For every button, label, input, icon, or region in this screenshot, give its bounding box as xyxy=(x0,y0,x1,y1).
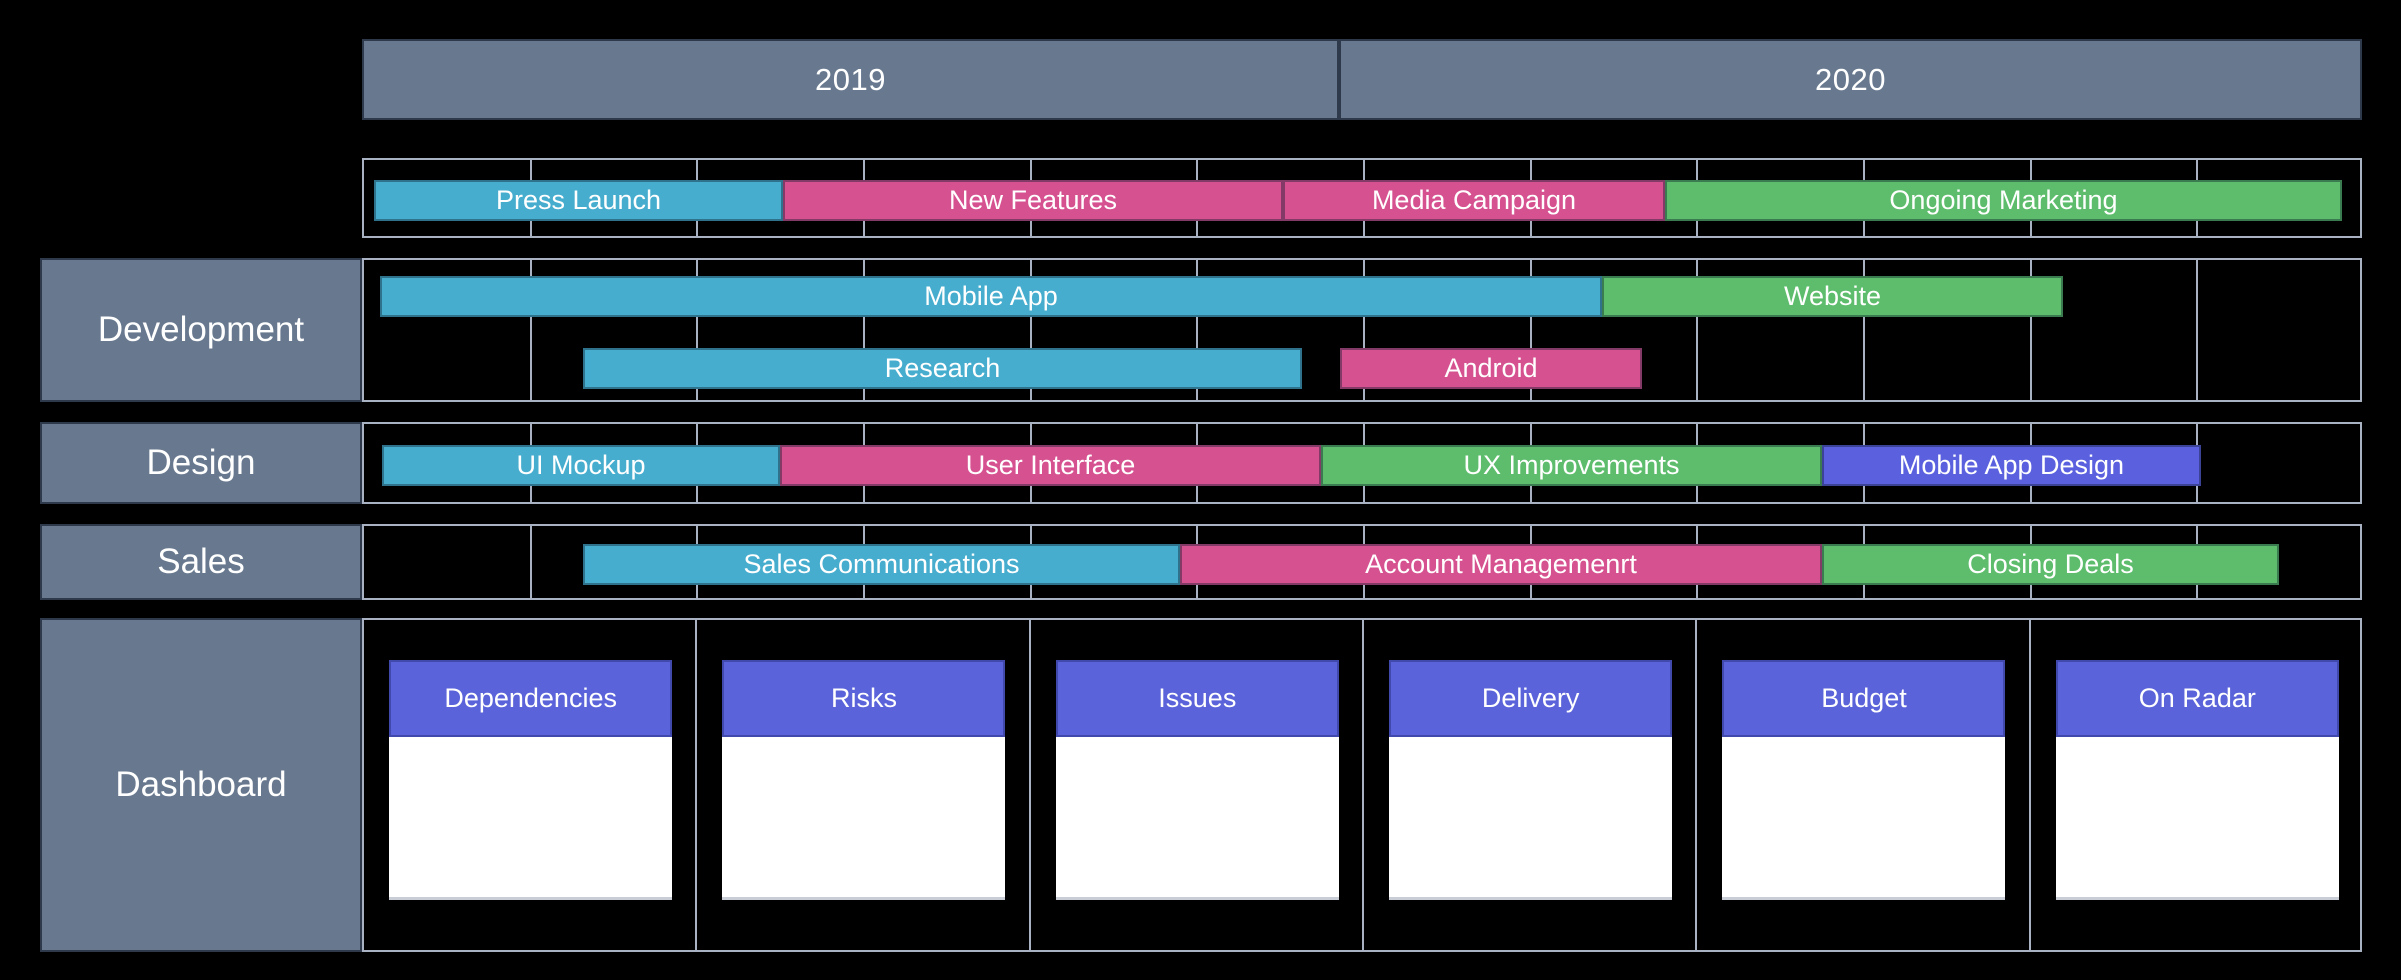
card-body xyxy=(722,737,1006,900)
dashboard-card-budget[interactable]: Budget xyxy=(1722,660,2006,900)
grid-line xyxy=(2030,260,2032,400)
grid-line xyxy=(1530,260,1532,400)
card-header-dependencies: Dependencies xyxy=(389,660,673,737)
bar-website[interactable]: Website xyxy=(1602,275,2063,317)
grid-line xyxy=(863,260,865,400)
dashboard-column: Risks xyxy=(697,620,1031,950)
card-header-issues: Issues xyxy=(1055,660,1339,737)
row-label-sales: Sales xyxy=(40,524,362,600)
grid-line xyxy=(1863,260,1865,400)
bar-media-campaign[interactable]: Media Campaign xyxy=(1283,179,1665,221)
bar-ongoing-marketing[interactable]: Ongoing Marketing xyxy=(1665,179,2342,221)
row-label-development: Development xyxy=(40,258,362,402)
dashboard-column: Budget xyxy=(1697,620,2031,950)
dashboard-column: Delivery xyxy=(1364,620,1698,950)
bar-research[interactable]: Research xyxy=(583,347,1302,389)
grid-line xyxy=(1363,260,1365,400)
bar-press-launch[interactable]: Press Launch xyxy=(374,179,783,221)
bar-android[interactable]: Android xyxy=(1340,347,1642,389)
bar-mobile-app[interactable]: Mobile App xyxy=(380,275,1602,317)
dashboard-card-dependencies[interactable]: Dependencies xyxy=(389,660,673,900)
dashboard-card-risks[interactable]: Risks xyxy=(722,660,1006,900)
bar-ui-mockup[interactable]: UI Mockup xyxy=(382,444,780,486)
card-header-delivery: Delivery xyxy=(1389,660,1673,737)
card-header-budget: Budget xyxy=(1722,660,2006,737)
bar-user-interface[interactable]: User Interface xyxy=(780,444,1321,486)
row-label-design: Design xyxy=(40,422,362,504)
dashboard-card-issues[interactable]: Issues xyxy=(1055,660,1339,900)
dashboard-card-delivery[interactable]: Delivery xyxy=(1389,660,1673,900)
dashboard-column: Dependencies xyxy=(364,620,698,950)
dashboard-column: Issues xyxy=(1031,620,1364,950)
dashboard-column: On Radar xyxy=(2031,620,2364,950)
grid-line xyxy=(530,260,532,400)
card-body xyxy=(1389,737,1673,900)
bar-closing-deals[interactable]: Closing Deals xyxy=(1822,543,2279,585)
bar-new-features[interactable]: New Features xyxy=(783,179,1283,221)
grid-line xyxy=(696,260,698,400)
card-body xyxy=(2055,737,2339,900)
dashboard-card-on-radar[interactable]: On Radar xyxy=(2055,660,2339,900)
bar-ux-improvements[interactable]: UX Improvements xyxy=(1321,444,1822,486)
year-cell-2020: 2020 xyxy=(1339,39,2362,120)
grid-line xyxy=(1696,260,1698,400)
card-body xyxy=(1055,737,1339,900)
dashboard-grid: Dependencies Risks Issues Delivery Budget On … xyxy=(362,618,2362,952)
grid-line xyxy=(1196,260,1198,400)
grid-line xyxy=(2196,260,2198,400)
card-body xyxy=(1722,737,2006,900)
card-header-risks: Risks xyxy=(722,660,1006,737)
bar-sales-communications[interactable]: Sales Communications xyxy=(583,543,1180,585)
grid-line xyxy=(1030,260,1032,400)
card-body xyxy=(389,737,673,900)
row-label-dashboard: Dashboard xyxy=(40,618,362,952)
bar-account-managemenrt[interactable]: Account Managemenrt xyxy=(1180,543,1822,585)
grid-line xyxy=(530,526,532,598)
card-header-on-radar: On Radar xyxy=(2055,660,2339,737)
bar-mobile-app-design[interactable]: Mobile App Design xyxy=(1822,444,2201,486)
year-cell-2019: 2019 xyxy=(362,39,1339,120)
